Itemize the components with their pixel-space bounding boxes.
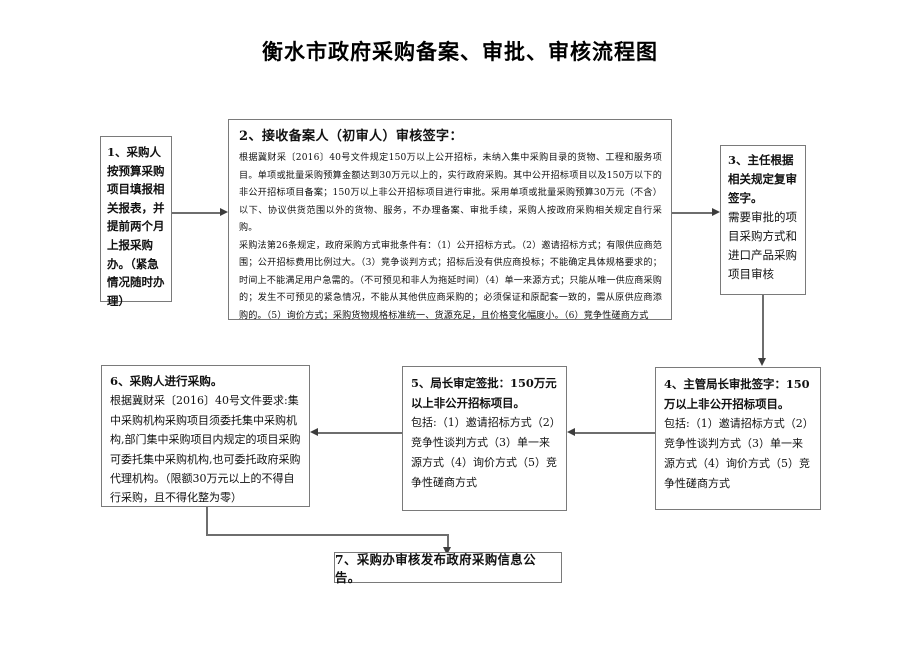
connector-box1-box2-arrowhead (220, 208, 228, 216)
connector-box6-box7-vline-2 (447, 534, 449, 551)
box-1-text: 1、采购人按预算采购项目填报相关报表，并提前两个月上报采购办。（紧急情况随时办理… (107, 145, 165, 308)
box-2-paragraph-2: 采购法第26条规定，政府采购方式审批条件有：（1）公开招标方式。（2）邀请招标方… (239, 240, 662, 321)
flow-box-2-filing-reviewer-signature[interactable]: 2、接收备案人（初审人）审核签字： 根据冀财采〔2016〕40号文件规定150万… (228, 119, 672, 321)
connector-box2-box3-line (672, 212, 714, 214)
box-3-body: 需要审批的项目采购方式和进口产品采购项目审核 (728, 210, 797, 281)
connector-box2-box3-arrowhead (712, 208, 720, 216)
box-7-text: 7、采购办审核发布政府采购信息公告。 (335, 551, 537, 585)
box-5-body: 包括:（1）邀请招标方式（2）竞争性谈判方式（3）单一来源方式（4）询价方式（5… (411, 416, 557, 489)
connector-box1-box2-line (172, 212, 222, 214)
connector-box4-box5-arrowhead (567, 428, 575, 436)
flow-box-4-bureau-director-approval[interactable]: 4、主管局长审批签字：150万以上非公开招标项目。 包括:（1）邀请招标方式（2… (655, 367, 821, 510)
connector-box3-box4-arrowhead (758, 358, 766, 366)
box-4-body: 包括:（1）邀请招标方式（2）竞争性谈判方式（3）单一来源方式（4）询价方式（5… (664, 417, 810, 490)
box-2-heading: 2、接收备案人（初审人）审核签字： (239, 129, 463, 144)
box-5-heading: 5、局长审定签批：150万元以上非公开招标项目。 (411, 376, 557, 410)
box-6-heading: 6、采购人进行采购。 (110, 374, 223, 388)
connector-box4-box5-line (575, 432, 655, 434)
connector-box5-box6-line (318, 432, 402, 434)
connector-box6-box7-hline (206, 534, 449, 536)
flow-box-5-chief-final-approval[interactable]: 5、局长审定签批：150万元以上非公开招标项目。 包括:（1）邀请招标方式（2）… (402, 366, 567, 511)
connector-box3-box4-line (762, 295, 764, 361)
flow-box-1-purchaser-declaration[interactable]: 1、采购人按预算采购项目填报相关报表，并提前两个月上报采购办。（紧急情况随时办理… (100, 136, 172, 308)
flow-box-3-director-re-review[interactable]: 3、主任根据相关规定复审签字。 需要审批的项目采购方式和进口产品采购项目审核 (720, 145, 806, 295)
connector-box6-box7-arrowhead (443, 547, 451, 555)
box-2-paragraph-1: 根据冀财采〔2016〕40号文件规定150万以上公开招标，未纳入集中采购目录的货… (239, 153, 662, 233)
box-3-heading: 3、主任根据相关规定复审签字。 (728, 153, 797, 205)
flow-box-6-purchaser-executes-procurement[interactable]: 6、采购人进行采购。 根据冀财采〔2016〕40号文件要求:集中采购机构采购项目… (101, 365, 310, 507)
flow-box-7-procurement-office-publishes-notice[interactable]: 7、采购办审核发布政府采购信息公告。 (334, 551, 562, 585)
box-6-body: 根据冀财采〔2016〕40号文件要求:集中采购机构采购项目须委托集中采购机构,部… (110, 394, 301, 505)
box-4-heading: 4、主管局长审批签字：150万以上非公开招标项目。 (664, 377, 810, 411)
page-title: 衡水市政府采购备案、审批、审核流程图 (262, 39, 658, 64)
connector-box5-box6-arrowhead (310, 428, 318, 436)
connector-box6-box7-vline-1 (206, 507, 208, 535)
